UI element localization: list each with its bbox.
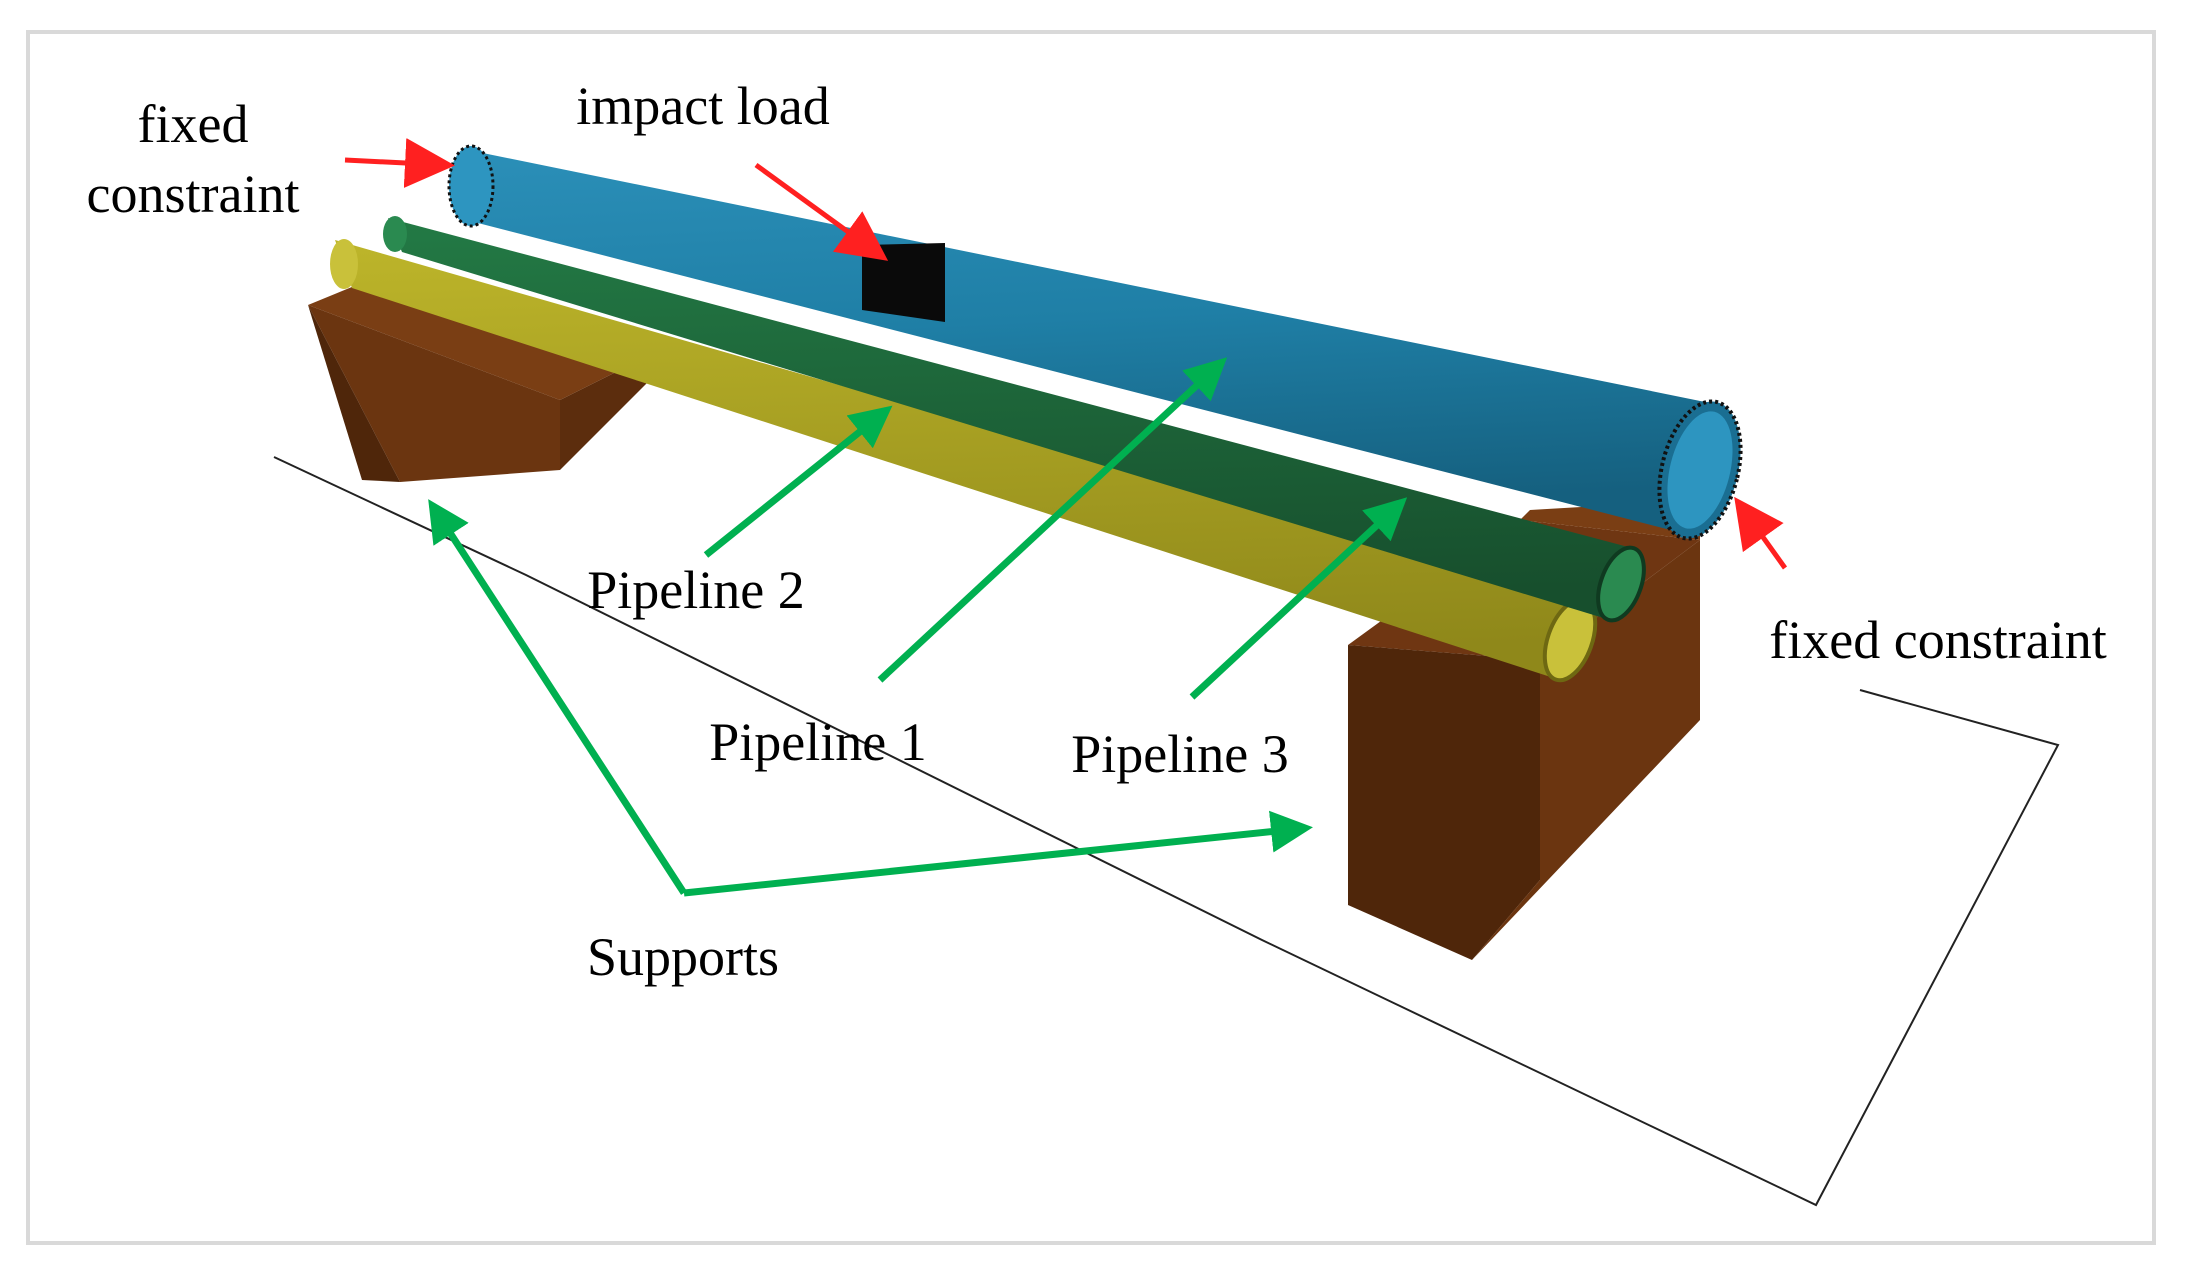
impact-load-arrow (754, 162, 889, 261)
pipeline-1 (447, 144, 1743, 541)
label-fixed-constraint-left-line2: constraint (87, 164, 300, 224)
supports-arrow-right (683, 810, 1313, 897)
label-pipeline-3: Pipeline 3 (1071, 724, 1288, 784)
fixed-constraint-right-arrow (1734, 496, 1788, 570)
label-supports: Supports (587, 927, 779, 987)
label-pipeline-2: Pipeline 2 (587, 560, 804, 620)
ground-plane-edge (652, 626, 752, 684)
pipeline-3 (383, 216, 1646, 623)
label-pipeline-1: Pipeline 1 (709, 712, 926, 772)
label-fixed-constraint-left-line1: fixed (138, 94, 249, 154)
pipeline-1-arrow (877, 357, 1228, 683)
supports-arrow-left (428, 499, 687, 895)
label-fixed-constraint-right: fixed constraint (1769, 610, 2106, 670)
pipeline-3-arrow (1189, 497, 1408, 700)
impact-load-patch (862, 243, 945, 322)
label-impact-load: impact load (576, 76, 829, 136)
fixed-constraint-left-arrow (344, 138, 455, 188)
pipeline-2-arrow (703, 405, 893, 558)
ground-plane-outline (273, 456, 2060, 1207)
figure-frame (26, 30, 2156, 1245)
